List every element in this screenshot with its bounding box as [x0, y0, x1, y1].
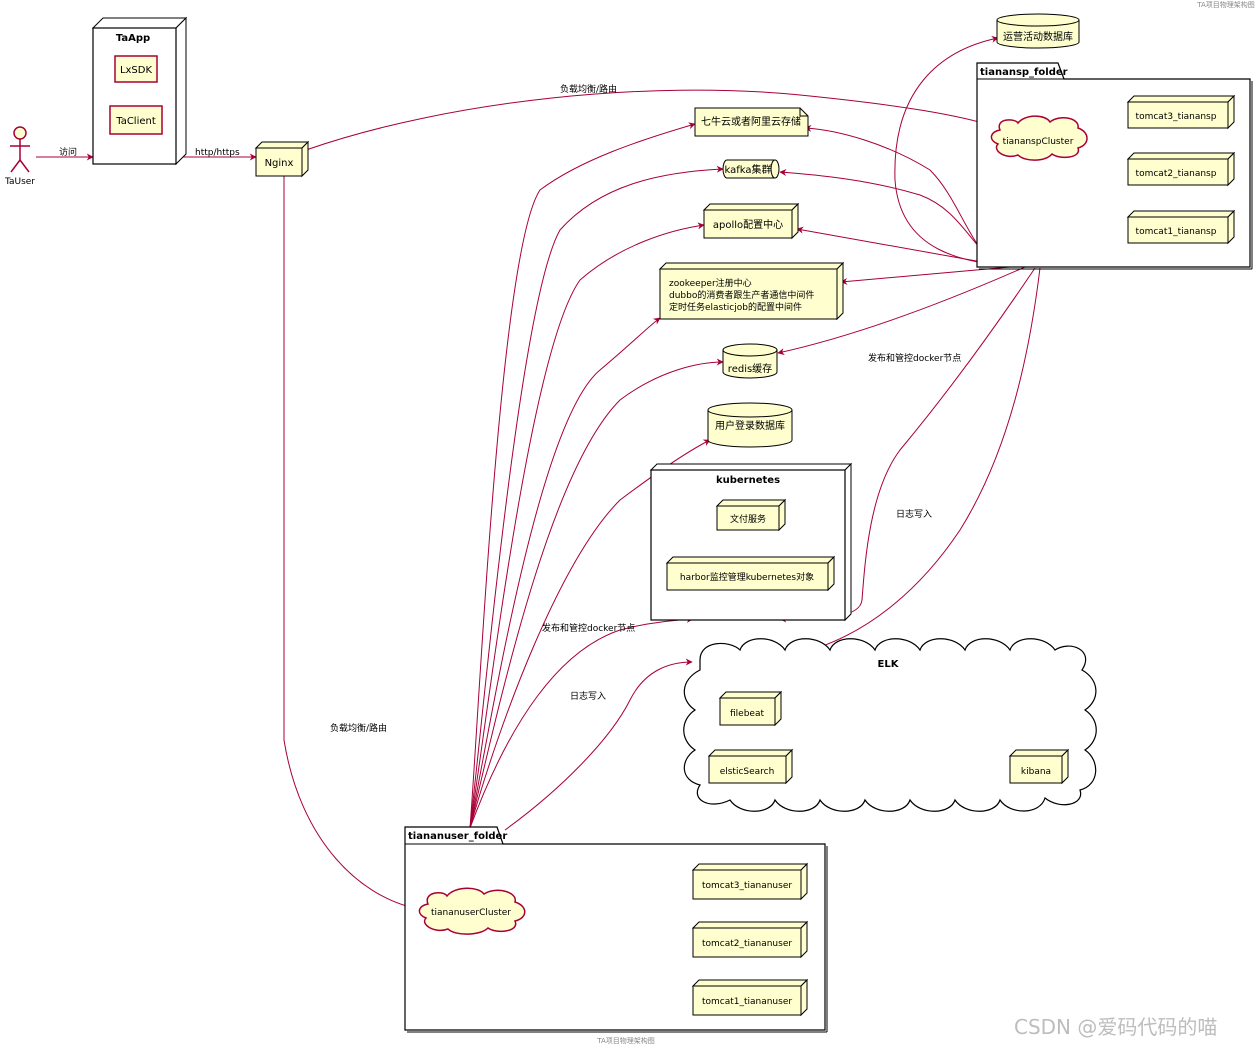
elk-title: ELK	[878, 659, 900, 670]
user-db: 用户登录数据库	[707, 402, 793, 448]
edge-label-log-left: 日志写入	[570, 690, 606, 702]
zookeeper-line-1: zookeeper注册中心	[669, 277, 752, 289]
redis-db: redis缓存	[722, 343, 778, 379]
taapp-node: TaApp LxSDK TaClient	[91, 16, 188, 166]
apollo-label: apollo配置中心	[713, 218, 783, 231]
kafka-label: kafka集群	[724, 163, 771, 176]
watermark: CSDN @爱码代码的喵	[1014, 1015, 1217, 1039]
elk-filebeat: filebeat	[730, 709, 764, 719]
edges	[36, 35, 1143, 987]
edge-user-qiniu	[469, 122, 696, 829]
edge-sp-kafka	[779, 168, 1001, 268]
taclient-label: TaClient	[115, 116, 156, 127]
edge-user-redis	[469, 358, 724, 829]
taclient-box	[109, 105, 163, 135]
edge-user-zookeeper	[469, 317, 661, 829]
taapp-title: TaApp	[116, 33, 150, 44]
tiananuser-tomcat2: tomcat2_tiananuser	[702, 939, 792, 949]
tianansp-tomcat3: tomcat3_tianansp	[1136, 112, 1217, 122]
zookeeper-line-2: dubbo的消费者跟生产者通信中间件	[669, 289, 814, 301]
actor-label: TaUser	[4, 177, 35, 187]
tiananuser-tomcat1: tomcat1_tiananuser	[702, 997, 792, 1007]
nginx-node: Nginx	[254, 140, 310, 178]
zookeeper-node: zookeeper注册中心 dubbo的消费者跟生产者通信中间件 定时任务ela…	[658, 261, 845, 321]
tianansp-tomcat1: tomcat1_tianansp	[1136, 227, 1217, 237]
edge-user-kafka	[469, 165, 724, 829]
kubernetes-title: kubernetes	[716, 475, 780, 486]
nginx-label: Nginx	[265, 158, 294, 169]
elk-elasticsearch: elsticSearch	[720, 767, 775, 777]
zookeeper-line-3: 定时任务elasticjob的配置中间件	[669, 301, 802, 313]
k8s-item-2: harbor监控管理kubernetes对象	[680, 571, 814, 583]
edge-label-lb-top: 负载均衡/路由	[560, 83, 617, 95]
edge-label-http: http/https	[195, 148, 240, 158]
top-caption: TA项目物理架构图	[1196, 0, 1255, 9]
edge-user-userdb	[469, 439, 711, 829]
elk-cloud: ELK filebeat elsticSearch kibana	[683, 638, 1097, 812]
bottom-caption: TA项目物理架构图	[596, 1036, 655, 1045]
edge-label-publish-left: 发布和管控docker节点	[542, 622, 635, 634]
k8s-item-1: 文付服务	[730, 513, 766, 525]
tiananuser-cluster-label: tiananuserCluster	[431, 908, 511, 918]
qiniu-note: 七牛云或者阿里云存储	[694, 107, 809, 137]
redis-label: redis缓存	[728, 362, 772, 375]
edge-sp-apollo	[796, 226, 1011, 268]
edge-nginx-tiananuser	[283, 172, 425, 913]
edge-label-visit: 访问	[59, 146, 77, 158]
tiananuser-folder: tiananuser_folder tiananuserCluster tomc…	[404, 826, 828, 1033]
lxsdk-label: LxSDK	[120, 65, 153, 76]
tianansp-title: tianansp_folder	[980, 67, 1068, 78]
tianansp-folder: tianansp_folder tiananspCluster tomcat3_…	[976, 62, 1253, 270]
edge-user-elk	[504, 658, 693, 831]
apollo-node: apollo配置中心	[702, 202, 800, 240]
edge-sp-qiniu	[804, 124, 1001, 268]
edge-label-log-right: 日志写入	[896, 508, 932, 520]
edge-sp-redis	[777, 266, 1026, 356]
actor-tauser: TaUser	[4, 126, 35, 187]
edge-user-apollo	[469, 222, 705, 829]
tianansp-tomcat2: tomcat2_tianansp	[1136, 169, 1217, 179]
opsdb-label: 运营活动数据库	[1003, 30, 1073, 43]
edge-user-k8s	[469, 615, 694, 829]
userdb-label: 用户登录数据库	[715, 419, 785, 432]
elk-kibana: kibana	[1021, 767, 1051, 777]
edge-nginx-tianansp	[305, 89, 997, 151]
tiananuser-tomcat3: tomcat3_tiananuser	[702, 881, 792, 891]
lxsdk-box	[114, 55, 158, 83]
kubernetes-node: kubernetes 文付服务 harbor监控管理kubernetes对象	[649, 462, 853, 622]
edge-label-publish-right: 发布和管控docker节点	[868, 352, 961, 364]
tianansp-cluster-label: tiananspCluster	[1003, 137, 1074, 147]
tiananuser-title: tiananuser_folder	[408, 831, 507, 842]
edge-sp-elk	[816, 267, 1041, 650]
edge-label-lb-left: 负载均衡/路由	[330, 722, 387, 734]
kafka-queue: kafka集群	[722, 159, 780, 179]
qiniu-label: 七牛云或者阿里云存储	[701, 115, 801, 128]
ops-db: 运营活动数据库	[996, 13, 1080, 49]
